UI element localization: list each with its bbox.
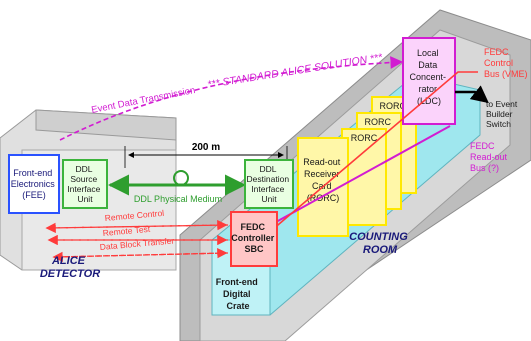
svg-text:Local Data Concent: Local Data Concent- rator (LDC)	[409, 48, 448, 106]
fee-line-2: Electronics	[11, 179, 56, 189]
event-builder-line-1: to Event	[486, 99, 518, 109]
rorc-label-2: RORC	[364, 117, 391, 127]
counting-room-label-2: ROOM	[363, 244, 398, 256]
rorc-main-line-2: Receiver	[304, 169, 340, 179]
fedc-line-1: FEDC	[240, 222, 265, 232]
event-builder-arrow	[455, 85, 489, 104]
siu-line-1: DDL	[75, 164, 92, 174]
ddl-physical-medium-label: DDL Physical Medium	[134, 194, 222, 204]
rorc-label-3: RORC	[351, 133, 378, 143]
remote-test-label: Remote Test	[102, 224, 151, 238]
control-bus-line-3: Bus (VME)	[484, 69, 528, 79]
svg-text:DDL Source Interfa: DDL Source Interface Unit	[67, 164, 102, 204]
svg-text:FEDC Controller SB: FEDC Controller SBC	[231, 222, 277, 254]
svg-text:FEDC Control Bus (VME): FEDC Control Bus (VME)	[484, 47, 528, 79]
ldc-line-4: rator	[418, 84, 437, 94]
rorc-label-1: RORC	[379, 101, 406, 111]
alice-label-2: DETECTOR	[40, 268, 100, 280]
fedc-controller-box: FEDC Controller SBC	[230, 211, 278, 267]
diu-line-4: Unit	[261, 194, 277, 204]
event-data-transmission-label: Event Data Transmission	[90, 85, 196, 116]
ddl-diu-box: DDL Destination Interface Unit	[244, 159, 294, 209]
siu-line-3: Interface	[67, 184, 100, 194]
crate-label-3: Crate	[226, 301, 249, 311]
ldc-line-5: (LDC)	[417, 96, 441, 106]
svg-text:ALICE DETECTOR: ALICE DETECTOR	[40, 255, 100, 280]
ldc-line-1: Local	[417, 48, 439, 58]
fedc-control-bus-line	[271, 71, 478, 231]
diu-line-1: DDL	[259, 164, 276, 174]
fee-line-3: (FEE)	[22, 190, 46, 200]
readout-bus-line-3: Bus (?)	[470, 163, 499, 173]
control-bus-line-2: Control	[484, 58, 513, 68]
crate-label-2: Digital	[223, 289, 251, 299]
siu-line-4: Unit	[77, 194, 93, 204]
svg-text:to Event Builder Switc: to Event Builder Switch	[486, 99, 520, 129]
fiber-loop-icon	[173, 170, 189, 186]
svg-text:FEDC Read-out Bus (?): FEDC Read-out Bus (?)	[470, 141, 510, 173]
svg-text:Read-out Receiver: Read-out Receiver Card (RORC)	[303, 157, 343, 203]
readout-bus-line-1: FEDC	[470, 141, 495, 151]
ldc-line-3: Concent-	[409, 72, 446, 82]
fee-line-1: Front-end	[13, 168, 52, 178]
counting-room-label-1: COUNTING	[349, 231, 408, 243]
event-builder-line-2: Builder	[486, 109, 513, 119]
rorc-main-line-1: Read-out	[303, 157, 341, 167]
fedc-line-3: SBC	[244, 244, 264, 254]
svg-text:Front-end Electronics: Front-end Electronics (FEE)	[11, 168, 58, 200]
ldc-line-2: Data	[418, 60, 437, 70]
ddl-physical-link: DDL Physical Medium	[108, 170, 246, 204]
fedc-readout-bus-line	[275, 125, 451, 223]
rorc-main-line-4: (RORC)	[307, 193, 340, 203]
diu-line-3: Interface	[251, 184, 284, 194]
fedc-line-2: Controller	[231, 233, 274, 243]
ddl-siu-box: DDL Source Interface Unit	[62, 159, 108, 209]
distance-label: 200 m	[192, 142, 220, 153]
svg-text:Front-end Digital Crat: Front-end Digital Crate	[216, 277, 261, 311]
control-bus-line-1: FEDC	[484, 47, 509, 57]
fee-box: Front-end Electronics (FEE)	[8, 154, 60, 214]
alice-label-1: ALICE	[51, 255, 86, 267]
svg-text:RORC RORC RORC: RORC RORC RORC	[351, 101, 409, 143]
svg-text:COUNTING ROOM: COUNTING ROOM	[349, 231, 411, 256]
readout-bus-line-2: Read-out	[470, 152, 508, 162]
diu-line-2: Destination	[247, 174, 290, 184]
siu-line-2: Source	[70, 174, 97, 184]
crate-label-1: Front-end	[216, 277, 258, 287]
rorc-main-line-3: Card	[312, 181, 332, 191]
event-builder-line-3: Switch	[486, 119, 511, 129]
rorc-stack: RORC RORC RORC	[341, 96, 417, 226]
svg-text:DDL Destination In: DDL Destination Interface Unit	[247, 164, 292, 204]
